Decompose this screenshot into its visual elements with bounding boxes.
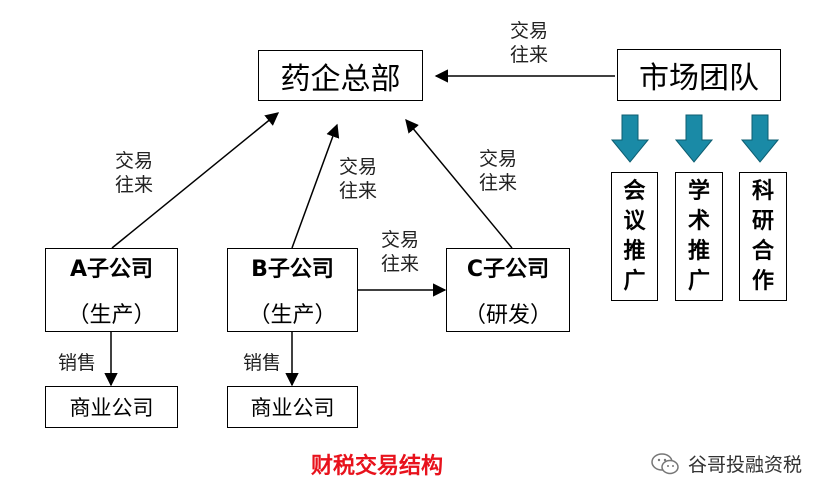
trade-label-line1: 交易: [479, 148, 518, 170]
subsidiary-b-role: （生产）: [248, 303, 337, 328]
hq-label: 药企总部: [280, 61, 401, 97]
trade-label-line2: 往来: [510, 44, 549, 66]
commercial-company-b-label: 商业公司: [250, 396, 335, 420]
activity-char: 作: [751, 268, 774, 294]
market-team-label: 市场团队: [639, 61, 759, 96]
subsidiary-a-box: A子公司 （生产）: [45, 248, 178, 332]
diagram-caption: 财税交易结构: [311, 454, 444, 479]
wechat-icon: [651, 452, 679, 474]
trade-label-c-hq: 交易 往来: [479, 147, 517, 195]
arrow-a-to-hq: [111, 112, 280, 249]
activity-char: 术: [687, 208, 710, 234]
trade-label-line2: 往来: [479, 172, 518, 194]
commercial-company-a-label: 商业公司: [69, 396, 154, 420]
commercial-company-b-box: 商业公司: [227, 386, 358, 428]
trade-label-b-c: 交易 往来: [381, 228, 419, 276]
sales-label-b: 销售: [243, 351, 281, 375]
watermark-text: 谷哥投融资税: [688, 454, 803, 476]
commercial-company-a-box: 商业公司: [45, 386, 178, 428]
activity-char: 研: [751, 208, 774, 234]
trade-label-market-hq: 交易 往来: [510, 19, 548, 67]
activity-char: 合: [751, 238, 774, 264]
subsidiary-c-role: （研发）: [463, 303, 552, 328]
activity-char: 议: [623, 208, 646, 234]
activity-char: 学: [687, 178, 710, 204]
trade-label-line2: 往来: [339, 180, 378, 202]
sales-label-text: 销售: [243, 352, 282, 374]
trade-label-line1: 交易: [339, 156, 378, 178]
subsidiary-c-name: C子公司: [466, 257, 550, 282]
down-arrow-icon: [674, 114, 714, 163]
trade-label-line1: 交易: [115, 150, 154, 172]
subsidiary-c-box: C子公司 （研发）: [446, 248, 570, 332]
subsidiary-a-name: A子公司: [69, 257, 154, 282]
trade-label-line2: 往来: [115, 174, 154, 196]
activity-char: 推: [623, 238, 646, 264]
watermark: 谷哥投融资税: [650, 450, 802, 477]
activity-char: 科: [751, 178, 774, 204]
arrow-c-to-hq: [405, 118, 513, 249]
activity-academic-promotion-box: 学 术 推 广: [675, 172, 723, 301]
down-arrow-icon: [610, 114, 650, 163]
subsidiary-b-name: B子公司: [251, 257, 334, 282]
sales-label-a: 销售: [58, 351, 96, 375]
trade-label-line1: 交易: [381, 229, 420, 251]
activity-char: 广: [623, 268, 646, 294]
arrow-b-to-hq: [291, 123, 340, 249]
activity-char: 广: [687, 268, 710, 294]
trade-label-line1: 交易: [510, 20, 549, 42]
market-team-box: 市场团队: [617, 49, 781, 101]
sales-label-text: 销售: [58, 352, 97, 374]
hq-box: 药企总部: [258, 50, 423, 101]
trade-label-a-hq: 交易 往来: [115, 149, 153, 197]
down-arrow-icon: [740, 114, 780, 163]
subsidiary-a-role: （生产）: [67, 303, 156, 328]
activity-char: 推: [687, 238, 710, 264]
subsidiary-b-box: B子公司 （生产）: [227, 248, 358, 332]
trade-label-line2: 往来: [381, 253, 420, 275]
activity-meeting-promotion-box: 会 议 推 广: [611, 172, 658, 301]
activity-char: 会: [623, 178, 646, 204]
activity-research-cooperation-box: 科 研 合 作: [739, 172, 787, 301]
trade-label-b-hq: 交易 往来: [339, 155, 377, 203]
